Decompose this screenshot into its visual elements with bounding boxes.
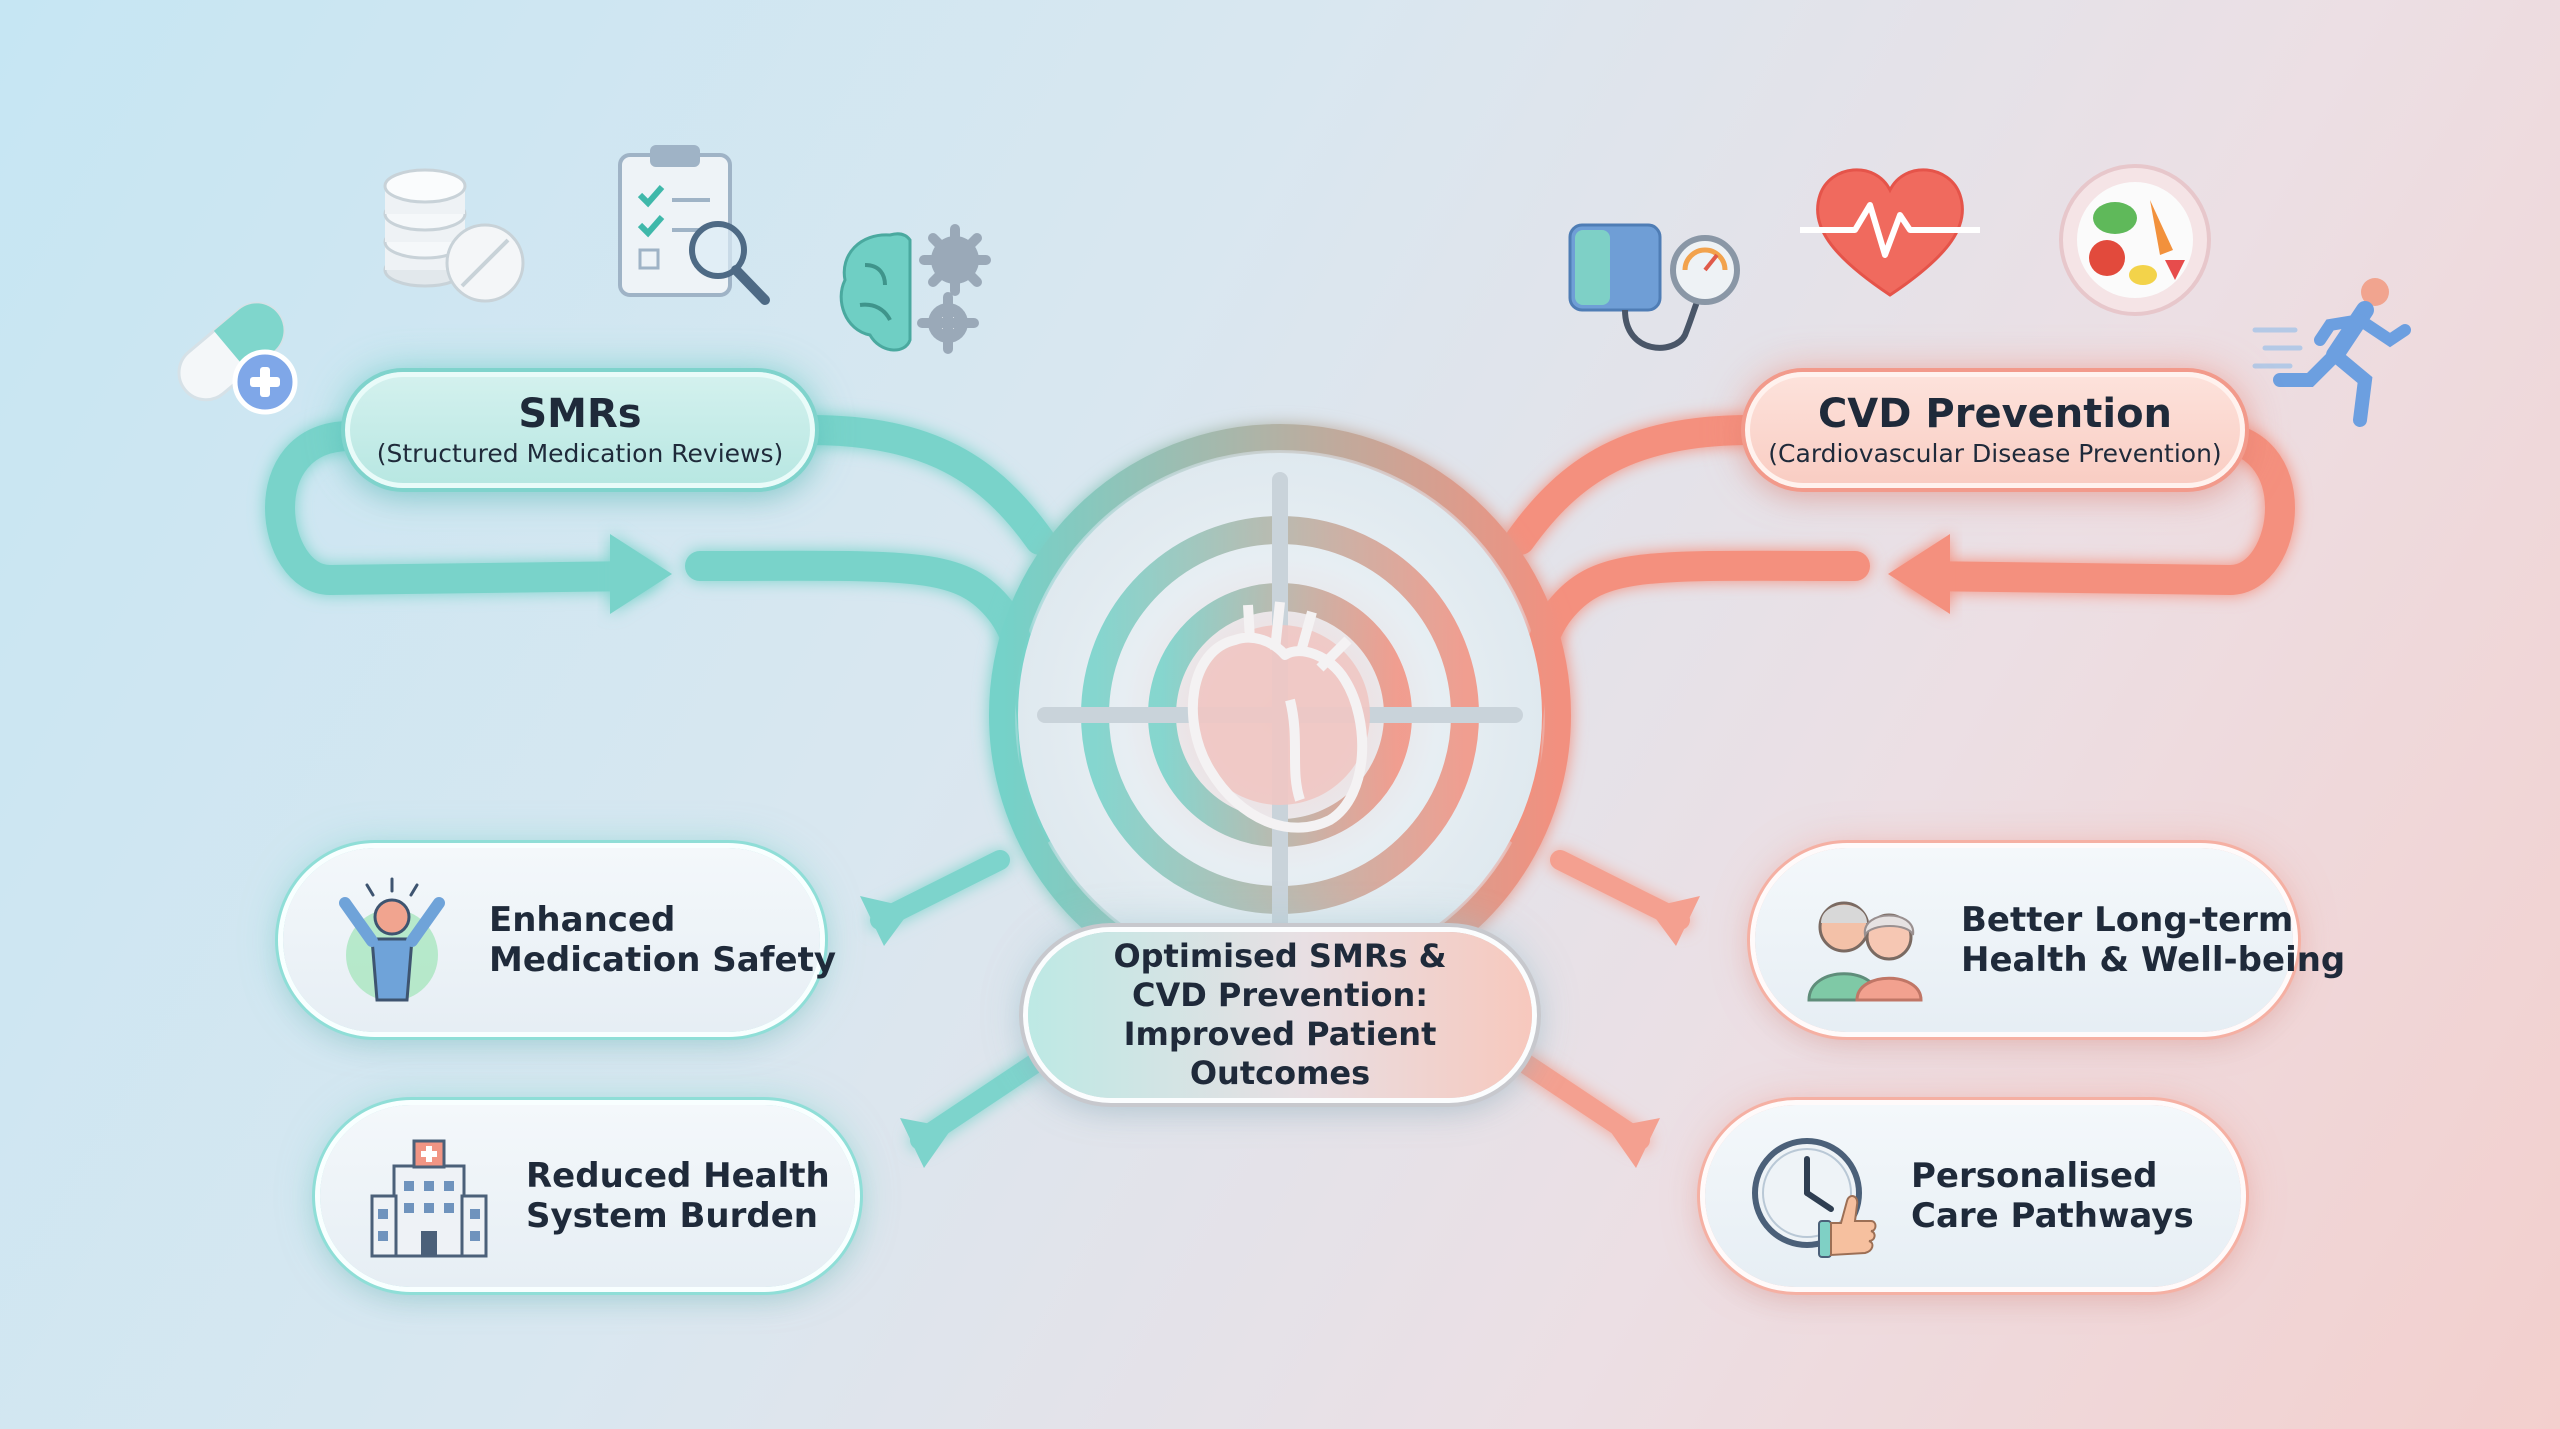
smrs-subtitle: (Structured Medication Reviews) — [376, 439, 784, 468]
person-cheering-icon — [339, 877, 445, 1002]
medication-safety-line-2: Medication Safety — [489, 940, 836, 980]
smrs-header: SMRs (Structured Medication Reviews) — [345, 372, 815, 488]
elderly-couple-icon — [1807, 901, 1923, 1002]
hospital-icon — [370, 1139, 488, 1258]
clipboard-search-icon — [618, 145, 770, 305]
outcome-card-long-term: Better Long-term Health & Well-being — [1755, 848, 2345, 1032]
health-burden-line-2: System Burden — [526, 1196, 818, 1236]
right-loop-arrowhead — [1888, 534, 1950, 614]
heart-pulse-icon — [1800, 168, 1980, 297]
long-term-label: Better Long-term Health & Well-being — [1961, 900, 2345, 980]
smrs-title: SMRs — [518, 391, 642, 437]
outcome-card-medication-safety: Enhanced Medication Safety — [283, 848, 836, 1032]
outcome-card-care-pathways: Personalised Care Pathways — [1705, 1105, 2241, 1287]
care-pathways-line-1: Personalised — [1911, 1156, 2158, 1196]
central-outcome-line-2: CVD Prevention: — [1131, 976, 1429, 1014]
pills-stack-icon — [383, 168, 525, 303]
anatomical-heart-icon — [1187, 601, 1368, 833]
health-burden-label: Reduced Health System Burden — [526, 1156, 830, 1236]
central-outcome-line-1: Optimised SMRs & — [1113, 937, 1447, 975]
outcome-card-health-burden: Reduced Health System Burden — [320, 1105, 855, 1287]
left-connector — [265, 415, 1055, 845]
left-loop-arrowhead — [610, 534, 672, 614]
care-pathways-line-2: Care Pathways — [1911, 1196, 2194, 1236]
clock-thumbs-up-icon — [1752, 1138, 1877, 1258]
cvd-prevention-header: CVD Prevention (Cardiovascular Disease P… — [1745, 372, 2245, 488]
central-outcome-label: Optimised SMRs & CVD Prevention: Improve… — [1028, 937, 1532, 1093]
long-term-line-2: Health & Well-being — [1961, 940, 2346, 980]
right-connector — [1505, 415, 2295, 845]
healthy-food-icon — [2059, 164, 2211, 316]
care-pathways-label: Personalised Care Pathways — [1911, 1156, 2194, 1236]
medication-safety-line-1: Enhanced — [489, 900, 676, 940]
blood-pressure-icon — [1568, 223, 1740, 351]
outcome-arrowheads — [860, 896, 1700, 1168]
cvd-title: CVD Prevention — [1817, 391, 2173, 437]
running-person-icon — [2252, 278, 2411, 427]
long-term-line-1: Better Long-term — [1961, 900, 2294, 940]
health-burden-line-1: Reduced Health — [526, 1156, 830, 1196]
cvd-subtitle: (Cardiovascular Disease Prevention) — [1768, 439, 2222, 468]
capsule-plus-icon — [177, 301, 298, 415]
central-outcome-pill: Optimised SMRs & CVD Prevention: Improve… — [1028, 932, 1532, 1098]
central-target — [989, 424, 1571, 1006]
central-outcome-line-3: Improved Patient Outcomes — [1123, 1015, 1437, 1092]
medication-safety-label: Enhanced Medication Safety — [489, 900, 836, 980]
brain-gears-icon — [839, 224, 991, 354]
